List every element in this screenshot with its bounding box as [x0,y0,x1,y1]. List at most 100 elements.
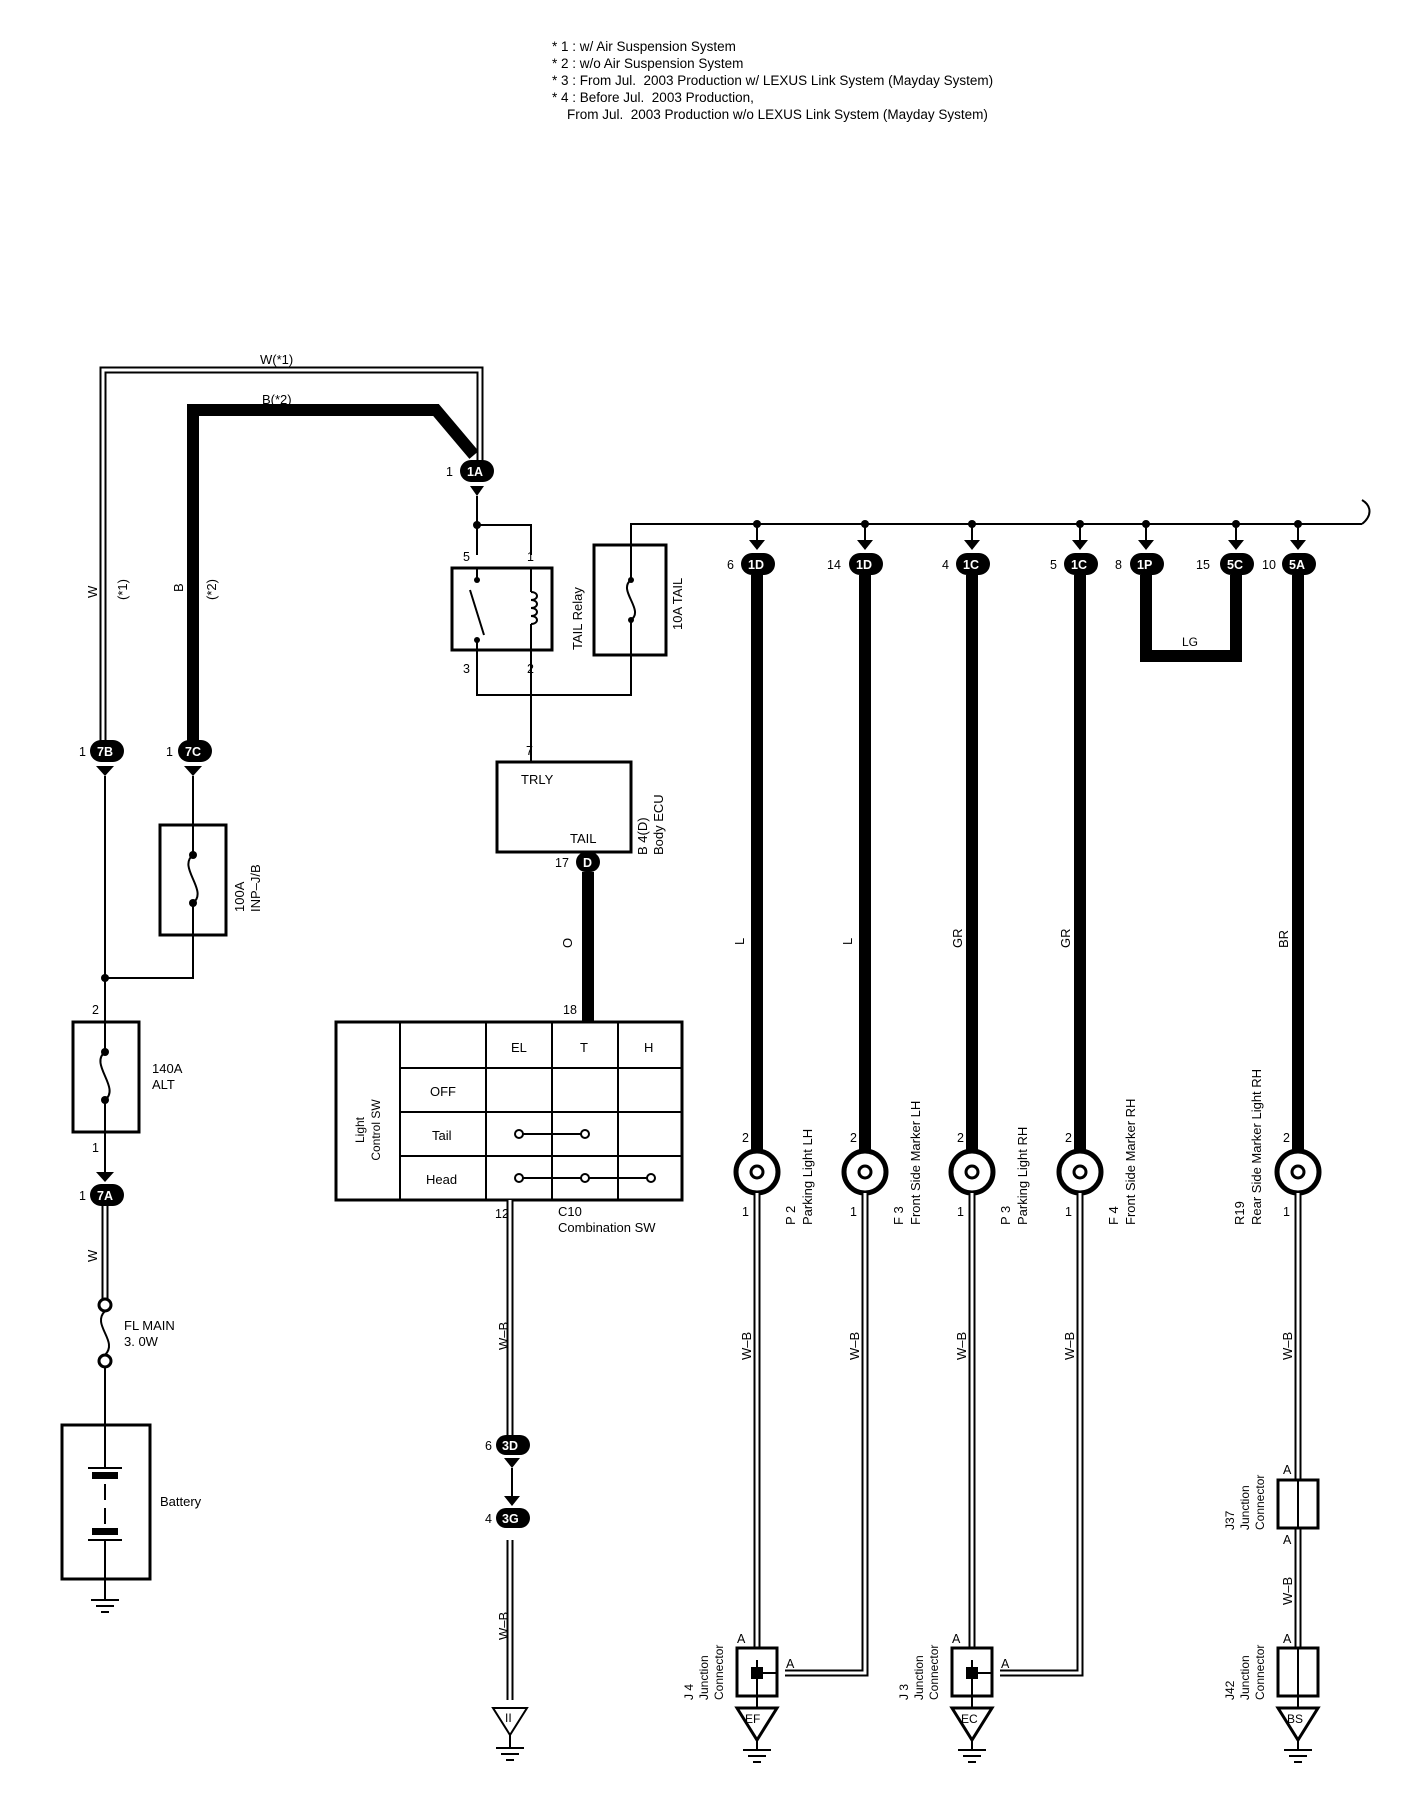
junction-code: J42 [1223,1680,1237,1700]
br-label: BR [1276,930,1291,948]
fuse-contact [101,1048,109,1056]
fuse-contact [628,617,634,623]
w-label: W [85,585,100,598]
connector-7b [90,740,124,762]
b-star2-label: B(*2) [262,392,292,407]
connector-3g [496,1508,530,1528]
junction-name: Junction [1238,1655,1252,1700]
pin-label: A [1001,1657,1010,1671]
pin-label: 18 [563,1003,577,1017]
pin-label: 1 [1283,1205,1290,1219]
fuse-element [625,579,637,621]
pin-label: 1 [79,745,86,759]
battery-cell [88,1425,122,1579]
connector-arrow [470,486,484,496]
connector-1a-label: 1A [467,465,483,479]
branch-parking-light-lh: 1D 6 L 2 1 P 2 Parking Light LH W–B [727,520,815,1648]
junction-code: J 4 [682,1684,696,1700]
connector-7b-label: 7B [97,745,113,759]
light-control-switch: Light Control SW EL T H OFF Tail Head [334,1020,684,1202]
pin-label: 7 [526,744,533,758]
relay-contact [474,637,480,643]
combo-sw-name: Combination SW [558,1220,656,1235]
pin-label: 1 [1065,1205,1072,1219]
body-ecu-name: Body ECU [651,794,666,855]
row-head: Head [426,1172,457,1187]
wire [476,650,632,696]
ground-ii-symbol [491,1707,529,1737]
fl-main-terminal [97,1297,113,1313]
pin-label: 5 [463,550,470,564]
lg-loop: 1P 8 5C 15 LG [1115,520,1254,662]
junction-code: J 3 [897,1684,911,1700]
light-name: Front Side Marker RH [1123,1099,1138,1225]
connector-1d-label: 1D [856,558,872,572]
fl-main-terminal [97,1353,113,1369]
connector-7a [90,1184,124,1206]
pin-label: 17 [555,856,569,870]
branch-front-side-marker-lh: 1D 14 L 2 1 F 3 Front Side Marker LH W–B [785,520,923,1677]
junction-name: Connector [1253,1645,1267,1700]
junction-j4: A A J 4 Junction Connector EF [682,1632,795,1763]
inp-jb-name: INP–J/B [248,864,263,912]
pin-label: 10 [1262,558,1276,572]
fuse-contact [189,851,197,859]
star1-label: (*1) [115,579,130,600]
col-h: H [644,1040,653,1055]
connector-1d-label: 1D [748,558,764,572]
junction-name: Junction [697,1655,711,1700]
splice-point [473,521,481,529]
pin-label: 4 [942,558,949,572]
fuse-element [99,1051,111,1101]
pin-label: 14 [827,558,841,572]
col-el: EL [511,1040,527,1055]
junction-j42: A J42 Junction Connector BS [1223,1632,1321,1763]
tail-relay-label: TAIL Relay [570,587,585,650]
fl-main-label: FL MAIN [124,1318,175,1333]
connector-5c-label: 5C [1227,558,1243,572]
pin-label: A [1283,1632,1292,1646]
junction-name: Connector [927,1645,941,1700]
pin-label: A [1283,1463,1292,1477]
connector-arrow [184,766,202,776]
light-code: R19 [1232,1201,1247,1225]
w-star1-label: W(*1) [260,352,293,367]
control-sw-label: Control SW [369,1099,383,1161]
light-code: F 3 [891,1206,906,1225]
fuse-contact [189,899,197,907]
connector-7a-label: 7A [97,1189,113,1203]
connector-1p-label: 1P [1137,558,1152,572]
pin-label: A [1283,1533,1292,1547]
junction-name: Connector [1253,1475,1267,1530]
pin-label: 2 [957,1131,964,1145]
light-label: Light [353,1116,367,1143]
connector-7c [178,740,212,762]
pin-label: A [952,1632,961,1646]
w-label: W [85,1249,100,1262]
wb-label: W–B [496,1612,511,1640]
connector-arrow [96,1172,114,1182]
wire [477,524,532,555]
branch-rear-side-marker-rh: 5A 10 BR 2 1 R19 Rear Side Marker Light … [1232,520,1322,1648]
ground-ef-label: EF [745,1712,760,1726]
junction-name: Connector [712,1645,726,1700]
wb-label: W–B [1280,1577,1295,1605]
pin-label: 2 [1065,1131,1072,1145]
ground-ii-label: II [505,1711,512,1725]
wire [105,935,194,979]
battery-plate [92,1528,118,1535]
footnote: From Jul. 2003 Production w/o LEXUS Link… [552,107,988,122]
light-name: Front Side Marker LH [908,1101,923,1225]
light-name: Parking Light LH [800,1129,815,1225]
pin-label: 6 [727,558,734,572]
junction-code: J37 [1223,1510,1237,1530]
pin-label: 15 [1196,558,1210,572]
light-code: P 3 [998,1206,1013,1225]
b-wire-top [187,404,479,755]
footnote: * 4 : Before Jul. 2003 Production, [552,90,754,105]
row-tail: Tail [432,1128,452,1143]
connector-1a [460,460,494,482]
star2-label: (*2) [204,579,219,600]
pin-label: 4 [485,1512,492,1526]
